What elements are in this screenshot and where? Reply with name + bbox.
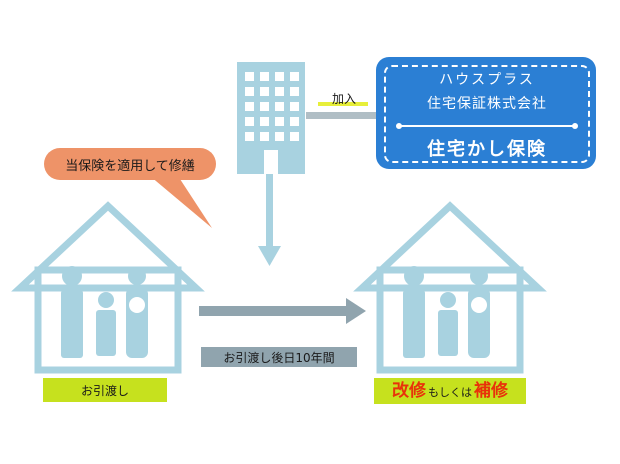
join-label: 加入 <box>331 91 356 106</box>
join-highlight <box>318 102 368 106</box>
outcome-label: 改修 もしくは 補修 <box>374 378 526 404</box>
period-label-background <box>201 347 357 367</box>
outcome-repair: 補修 <box>474 381 508 401</box>
family-icon-right <box>403 266 490 358</box>
speech-bubble-text: 当保険を適用して修繕 <box>65 158 195 174</box>
insurer-box-dashed-border <box>384 65 590 163</box>
arrow-down-icon <box>258 174 281 266</box>
office-building-icon <box>237 62 305 174</box>
outcome-renovation: 改修 <box>392 381 426 401</box>
family-icon <box>61 266 148 358</box>
insurer-box <box>377 58 595 168</box>
handover-label-background <box>43 378 167 402</box>
coverage-period-label: お引渡し後日10年間 <box>223 350 335 365</box>
join-connector-line <box>306 112 378 119</box>
handover-label: お引渡し <box>80 383 129 398</box>
insurance-product-name: 住宅かし保険 <box>427 139 547 160</box>
insurer-brand: ハウスプラス <box>439 72 535 88</box>
insurer-rule <box>396 123 578 129</box>
outcome-label-background <box>374 378 526 404</box>
arrow-right-icon <box>199 298 366 324</box>
outcome-connector: もしくは <box>428 386 472 399</box>
speech-bubble <box>44 148 216 228</box>
insurer-company-name: 住宅保証株式会社 <box>427 96 547 112</box>
house-icon-right <box>353 201 547 374</box>
house-icon <box>11 201 205 374</box>
